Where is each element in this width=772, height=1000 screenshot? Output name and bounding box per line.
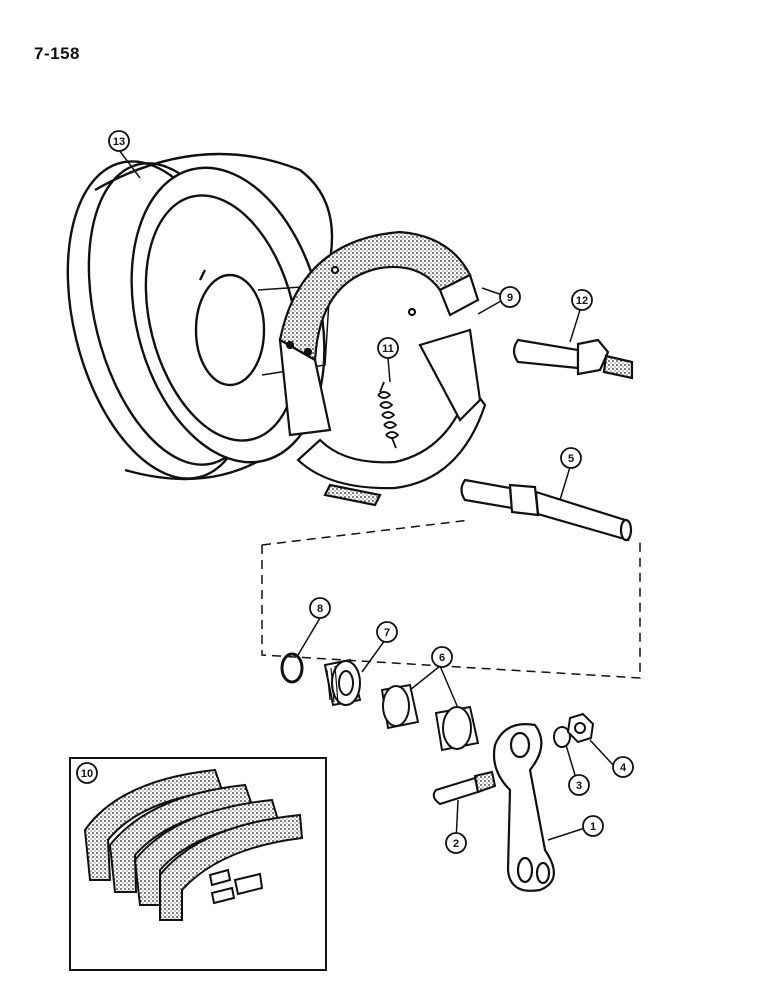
callout-13: 13 bbox=[108, 130, 130, 152]
callout-8: 8 bbox=[309, 597, 331, 619]
brake-drum bbox=[66, 152, 334, 481]
pivot-pin bbox=[460, 478, 633, 542]
washer bbox=[553, 726, 571, 748]
bushings bbox=[380, 683, 480, 752]
svg-text:3: 3 bbox=[576, 780, 582, 792]
svg-text:10: 10 bbox=[81, 768, 93, 780]
callout-2: 2 bbox=[445, 832, 467, 854]
callout-9: 9 bbox=[499, 286, 521, 308]
svg-text:4: 4 bbox=[620, 762, 627, 774]
svg-text:2: 2 bbox=[453, 838, 459, 850]
svg-text:9: 9 bbox=[507, 292, 513, 304]
callout-5: 5 bbox=[560, 447, 582, 469]
callout-1: 1 bbox=[582, 815, 604, 837]
svg-text:6: 6 bbox=[439, 652, 445, 664]
svg-text:7: 7 bbox=[384, 627, 390, 639]
callout-3: 3 bbox=[568, 774, 590, 796]
page-number: 7-158 bbox=[34, 44, 80, 63]
callout-7: 7 bbox=[376, 621, 398, 643]
brake-band bbox=[278, 230, 487, 507]
callout-4: 4 bbox=[612, 756, 634, 778]
svg-text:1: 1 bbox=[590, 821, 596, 833]
svg-text:13: 13 bbox=[113, 136, 125, 148]
lever-arm bbox=[492, 723, 555, 892]
inset-box-brake-linings bbox=[69, 757, 327, 971]
svg-text:12: 12 bbox=[576, 295, 588, 307]
svg-text:5: 5 bbox=[568, 453, 574, 465]
svg-text:11: 11 bbox=[382, 343, 394, 355]
stud bbox=[432, 770, 497, 806]
svg-text:8: 8 bbox=[317, 603, 323, 615]
callout-10: 10 bbox=[76, 762, 98, 784]
retaining-ring bbox=[280, 652, 304, 684]
callout-12: 12 bbox=[571, 289, 593, 311]
dashed-group-outline bbox=[261, 519, 641, 679]
threaded-bushing bbox=[323, 658, 362, 707]
nut bbox=[566, 712, 595, 744]
spring bbox=[377, 381, 400, 449]
callout-11: 11 bbox=[377, 337, 399, 359]
stud-bolt bbox=[512, 338, 634, 380]
callout-6: 6 bbox=[431, 646, 453, 668]
